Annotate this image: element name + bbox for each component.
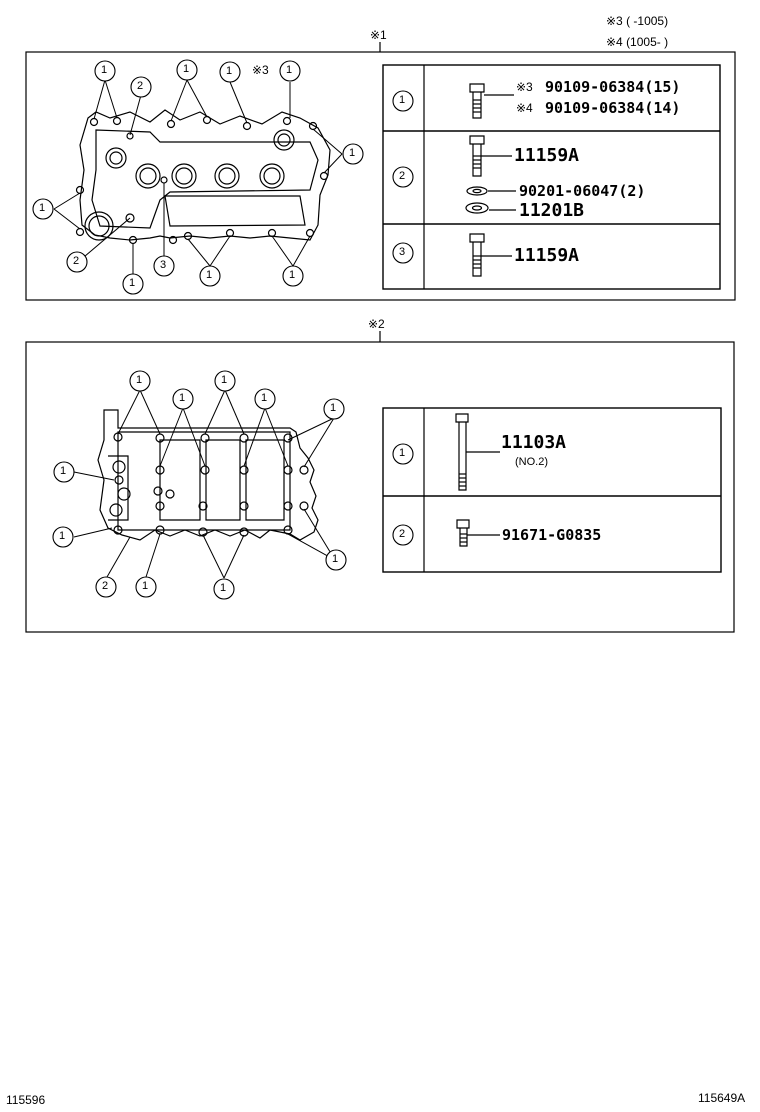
panel2-bolt-icons [455,413,500,547]
panel2-leaders [73,389,336,579]
head-cover-drawing [75,109,331,245]
part-number: 11159A [514,245,580,266]
callout-1: 1 [60,465,67,477]
panel1-callout-circles [32,59,414,295]
crankcase-drawing [97,409,319,541]
callout-1: 1 [206,269,213,281]
callout-1: 1 [332,553,339,565]
panel1-leaders [53,79,343,274]
row-number: 2 [399,170,406,182]
panel2-marker: ※2 [368,317,385,331]
panel2-callout-circles [52,370,414,600]
callout-1: 1 [142,580,149,592]
part-number: 91671-G0835 [502,526,602,544]
diagram-note-3: ※3 [252,63,269,77]
part-subnote: (NO.2) [515,456,548,468]
callout-1: 1 [129,277,136,289]
row-number: 1 [399,94,406,106]
footer-right-id: 115649A [698,1091,746,1105]
callout-1: 1 [136,374,143,386]
part-number: 90109-06384(15) [545,78,681,96]
callout-3: 3 [160,259,167,271]
variant-prefix: ※3 [516,80,533,94]
panel2-table [382,407,722,573]
callout-1: 1 [220,582,227,594]
callout-2: 2 [102,580,109,592]
callout-1: 1 [59,530,66,542]
callout-1: 1 [221,374,228,386]
callout-1: 1 [261,392,268,404]
row-number: 2 [399,528,406,540]
callout-1: 1 [330,402,337,414]
callout-1: 1 [179,392,186,404]
row-number: 3 [399,246,406,258]
callout-1: 1 [101,64,108,76]
row-number: 1 [399,447,406,459]
footer-left-id: 115596 [6,1093,46,1107]
callout-1: 1 [226,65,233,77]
note-3-range: ※3 ( -1005) [606,14,669,28]
callout-2: 2 [137,80,144,92]
note-4-range: ※4 (1005- ) [606,35,669,49]
panel1-bolt-icons [465,83,516,277]
callout-1: 1 [349,147,356,159]
variant-prefix: ※4 [516,101,533,115]
panel1-marker: ※1 [370,28,387,42]
callout-1: 1 [286,64,293,76]
callout-2: 2 [73,255,80,267]
callout-1: 1 [39,202,46,214]
callout-1: 1 [289,269,296,281]
part-number: 11103A [501,432,567,453]
callout-1: 1 [183,63,190,75]
part-number: 90109-06384(14) [545,99,681,117]
panel1-table [382,64,721,290]
part-number: 90201-06047(2) [519,182,646,200]
part-number: 11201B [519,200,585,221]
part-number: 11159A [514,145,580,166]
